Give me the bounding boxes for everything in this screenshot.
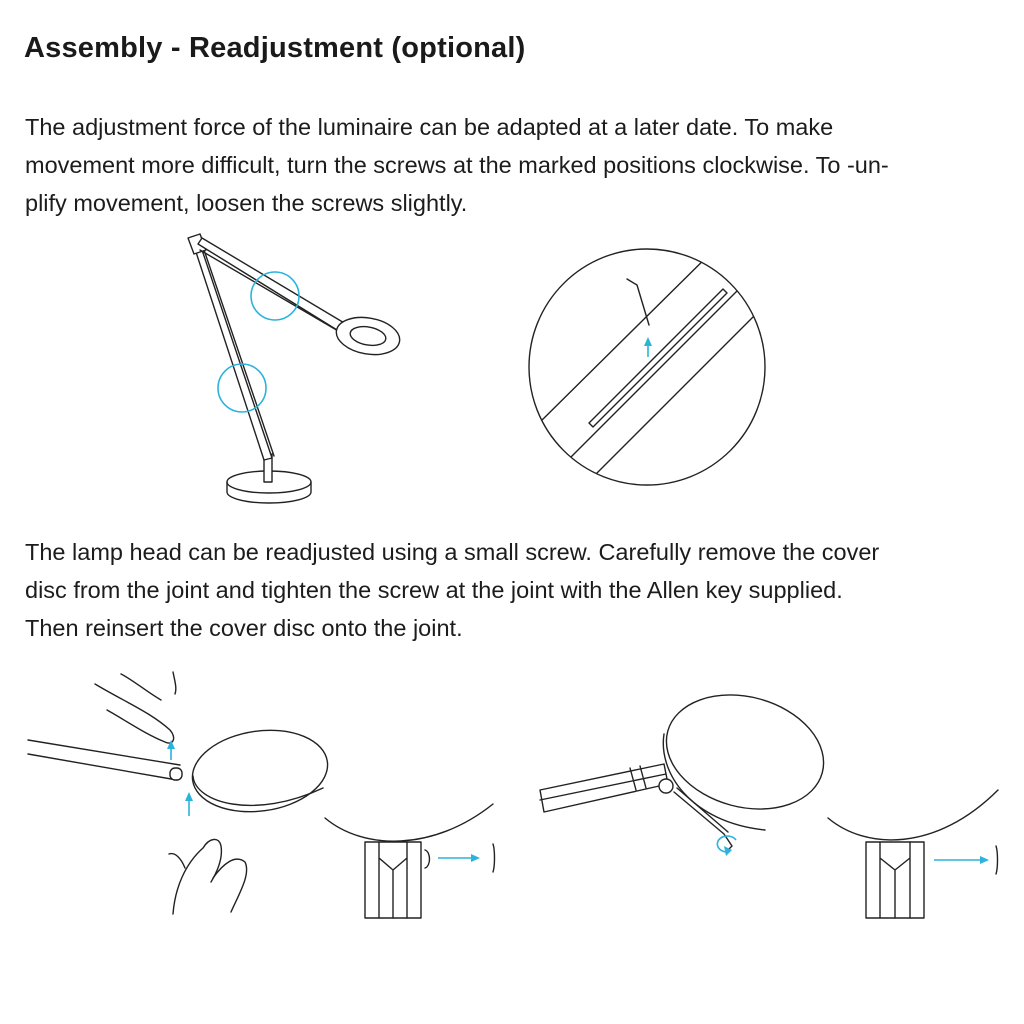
screw-marker-lower xyxy=(217,363,267,413)
paragraph-adjustment-force: The adjustment force of the luminaire ca… xyxy=(25,108,985,222)
desk-lamp-illustration xyxy=(187,233,401,504)
paragraph-line: plify movement, loosen the screws slight… xyxy=(25,190,468,216)
paragraph-line: disc from the joint and tighten the scre… xyxy=(25,577,843,603)
page-title: Assembly - Readjustment (optional) xyxy=(24,32,526,64)
paragraph-line: The adjustment force of the luminaire ca… xyxy=(25,114,834,140)
paragraph-lamp-head: The lamp head can be readjusted using a … xyxy=(25,533,985,647)
reinsert-cover-disc-left xyxy=(324,803,496,919)
allen-key-icon xyxy=(626,278,650,326)
reinsert-cover-disc-right xyxy=(827,789,999,919)
arm-detail-magnified xyxy=(528,248,766,486)
paragraph-line: movement more difficult, turn the screws… xyxy=(25,152,889,178)
remove-cover-disc-illustration xyxy=(27,671,329,915)
allen-key-joint-illustration xyxy=(539,694,825,856)
paragraph-line: The lamp head can be readjusted using a … xyxy=(25,539,880,565)
screw-marker-upper xyxy=(250,271,300,321)
paragraph-line: Then reinsert the cover disc onto the jo… xyxy=(25,615,463,641)
